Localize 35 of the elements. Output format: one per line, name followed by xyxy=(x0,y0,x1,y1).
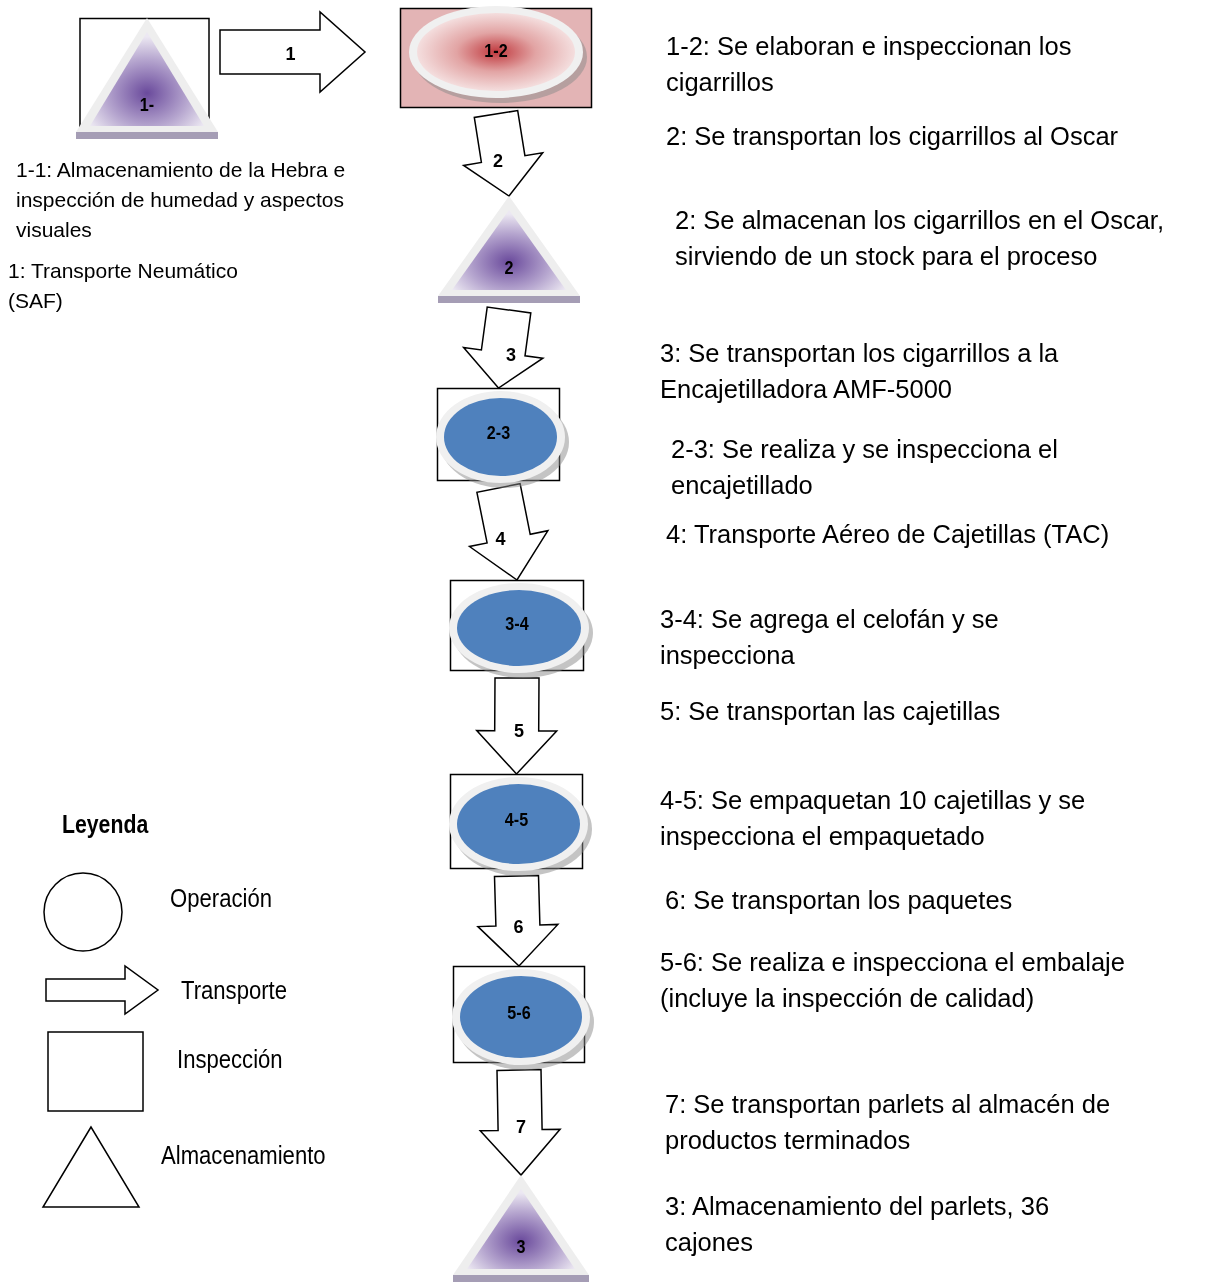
step-description: 4: Transporte Aéreo de Cajetillas (TAC) xyxy=(666,519,1111,550)
step-description: 2: Se transportan los cigarrillos al Oscar xyxy=(666,121,1120,152)
node-label: 2-3 xyxy=(485,422,512,444)
node-label: 4-5 xyxy=(503,809,530,831)
node-label: 1-2 xyxy=(483,40,509,62)
step-description: 7: Se transportan parlets al almacén de productos terminados xyxy=(665,1089,1112,1156)
legend-label: Operación xyxy=(170,883,272,914)
node-caption: 1-1: Almacenamiento de la Hebra e inspección de humedad y aspectos visuales xyxy=(16,157,347,243)
block-arrow xyxy=(478,1068,562,1177)
step-description: 2: Se almacenan los cigarrillos en el Oscar, sirviendo de un stock para el proceso xyxy=(675,205,1165,272)
step-description: 1: Transporte Neumático (SAF) xyxy=(8,258,239,314)
node-label: 5-6 xyxy=(506,1002,532,1024)
step-description: 3: Se transportan los cigarrillos a la Encajetilladora AMF-5000 xyxy=(660,338,1060,405)
block-arrow xyxy=(467,482,550,582)
step-description: 3-4: Se agrega el celofán y se inspecciona xyxy=(660,604,1000,671)
node-label: 3 xyxy=(515,1236,527,1259)
legend-label: Inspección xyxy=(177,1044,283,1075)
step-description: 3: Almacenamiento del parlets, 36 cajones xyxy=(665,1191,1051,1258)
step-description: 2-3: Se realiza y se inspecciona el encajetillado xyxy=(671,434,1059,501)
step-description: 5-6: Se realiza e inspecciona el embalaje (incluye la inspección de calidad) xyxy=(660,947,1126,1014)
step-description: 4-5: Se empaquetan 10 cajetillas y se inspecciona el empaquetado xyxy=(660,785,1087,852)
block-arrow xyxy=(461,109,545,197)
block-arrow xyxy=(475,677,559,776)
legend-title: Leyenda xyxy=(62,809,149,840)
legend-label: Almacenamiento xyxy=(161,1140,326,1171)
block-arrow xyxy=(219,10,367,94)
node-label: 3-4 xyxy=(504,613,530,635)
legend-label: Transporte xyxy=(181,975,288,1006)
node-label: 1- xyxy=(138,93,156,116)
node-label: 2 xyxy=(503,257,515,280)
step-description: 5: Se transportan las cajetillas xyxy=(660,696,1002,727)
step-description: 6: Se transportan los paquetes xyxy=(665,885,1014,916)
step-description: 1-2: Se elaboran e inspeccionan los cigarrillos xyxy=(666,31,1073,98)
block-arrow xyxy=(461,306,545,389)
block-arrow xyxy=(476,874,560,968)
